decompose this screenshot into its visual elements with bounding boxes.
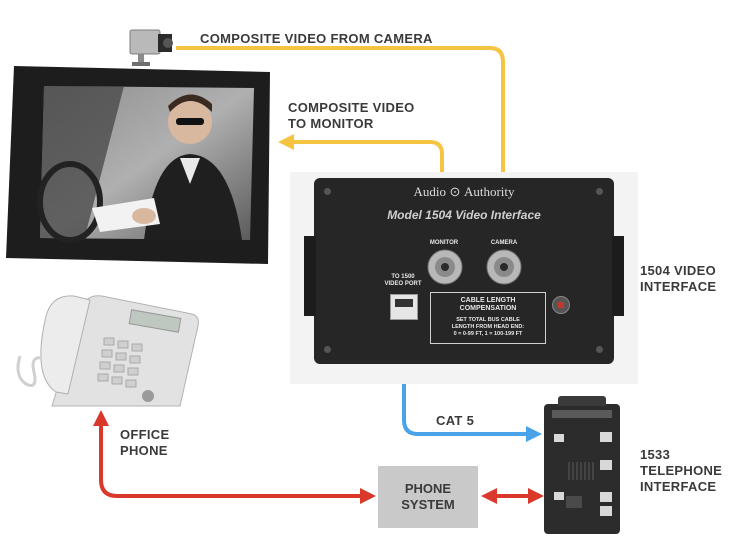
- interface-1533-label-line3: INTERFACE: [640, 479, 717, 494]
- phone-system-label-line2: SYSTEM: [401, 497, 455, 512]
- compensation-note-line2: LENGTH FROM HEAD END:: [451, 324, 525, 330]
- compensation-note: SET TOTAL BUS CABLE LENGTH FROM HEAD END…: [431, 317, 545, 338]
- jack-1[interactable]: [600, 432, 612, 442]
- interface-1533-label-line2: TELEPHONE: [640, 463, 723, 478]
- port-camera-label: CAMERA: [490, 240, 518, 246]
- compensation-title-line1: CABLE LENGTH: [460, 297, 516, 304]
- rj45-video-port[interactable]: [390, 294, 418, 320]
- vent-grille: [568, 462, 594, 480]
- jack-3[interactable]: [600, 492, 612, 502]
- device-1504: Audio⊙Authority Model 1504 Video Interfa…: [304, 178, 624, 364]
- jack-6[interactable]: [554, 492, 564, 500]
- office-phone-label: OFFICE PHONE: [120, 427, 169, 459]
- monitor-video-arrowhead: [278, 134, 294, 150]
- phone-system-arrowhead-right: [481, 488, 497, 504]
- device-1504-model: Model 1504 Video Interface: [387, 208, 541, 222]
- device-1504-brand: Audio⊙Authority: [314, 184, 614, 200]
- monitor-feed-label-line2: TO MONITOR: [288, 116, 374, 131]
- device-1533: [544, 396, 620, 534]
- camera-icon: [129, 29, 173, 66]
- monitor-bnc-port[interactable]: [426, 248, 464, 286]
- device-1533-top-tab: [558, 396, 606, 406]
- compensation-note-line1: SET TOTAL BUS CABLE: [456, 317, 520, 323]
- camera-video-wire: [176, 46, 505, 250]
- monitor: [4, 64, 274, 268]
- office-phone-arrowhead-top: [93, 410, 109, 426]
- compensation-title-line2: COMPENSATION: [459, 305, 517, 312]
- compensation-note-line3: 0 = 0-99 FT, 1 = 100-199 FT: [453, 331, 523, 337]
- office-phone-label-line1: OFFICE: [120, 427, 170, 442]
- jack-2[interactable]: [600, 460, 612, 470]
- telephone-interface-arrowhead: [528, 488, 544, 504]
- dip-switch[interactable]: [566, 496, 582, 508]
- phone-system-label-line1: PHONE: [404, 481, 452, 496]
- phone-system-box: PHONE SYSTEM: [378, 466, 478, 528]
- brand-part2: Authority: [463, 184, 515, 199]
- interface-1504-label: 1504 VIDEO INTERFACE: [640, 263, 716, 295]
- device-1533-logo: [552, 410, 612, 418]
- brand-logo-icon: ⊙: [449, 184, 461, 199]
- mounting-flange-right: [612, 236, 624, 316]
- cat5-label: CAT 5: [436, 413, 475, 428]
- interface-1504-label-line2: INTERFACE: [640, 279, 717, 294]
- cat5-arrowhead-right: [526, 426, 542, 442]
- interface-1504-label-line1: 1504 VIDEO: [640, 263, 716, 278]
- monitor-feed-label-line1: COMPOSITE VIDEO: [288, 100, 415, 115]
- compensation-title: CABLE LENGTH COMPENSATION: [431, 297, 545, 313]
- camera-bnc-port[interactable]: [485, 248, 523, 286]
- interface-1533-label: 1533 TELEPHONE INTERFACE: [640, 447, 722, 495]
- video-port-label-line2: VIDEO PORT: [384, 281, 422, 287]
- video-port-label-line1: TO 1500: [391, 274, 415, 280]
- monitor-video-wire: [292, 140, 444, 250]
- compensation-panel: CABLE LENGTH COMPENSATION SET TOTAL BUS …: [430, 292, 546, 344]
- interface-1533-label-line1: 1533: [640, 447, 671, 462]
- video-port-label: TO 1500 VIDEO PORT: [380, 274, 426, 288]
- port-monitor-label: MONITOR: [429, 240, 459, 246]
- screw-icon: [324, 188, 331, 195]
- screw-icon: [596, 188, 603, 195]
- jack-4[interactable]: [600, 506, 612, 516]
- brand-part1: Audio: [413, 184, 446, 199]
- office-phone-wire: [99, 424, 362, 498]
- cat5-wire: [402, 342, 528, 436]
- office-phone-label-line2: PHONE: [120, 443, 168, 458]
- camera-feed-label: COMPOSITE VIDEO FROM CAMERA: [200, 31, 433, 46]
- jack-5[interactable]: [554, 434, 564, 442]
- office-phone-icon: [16, 295, 199, 407]
- compensation-switch[interactable]: [552, 296, 570, 314]
- screw-icon: [596, 346, 603, 353]
- phone-system-arrowhead-left: [360, 488, 376, 504]
- screw-icon: [324, 346, 331, 353]
- mounting-flange-left: [304, 236, 316, 316]
- monitor-feed-label: COMPOSITE VIDEO TO MONITOR: [288, 100, 415, 132]
